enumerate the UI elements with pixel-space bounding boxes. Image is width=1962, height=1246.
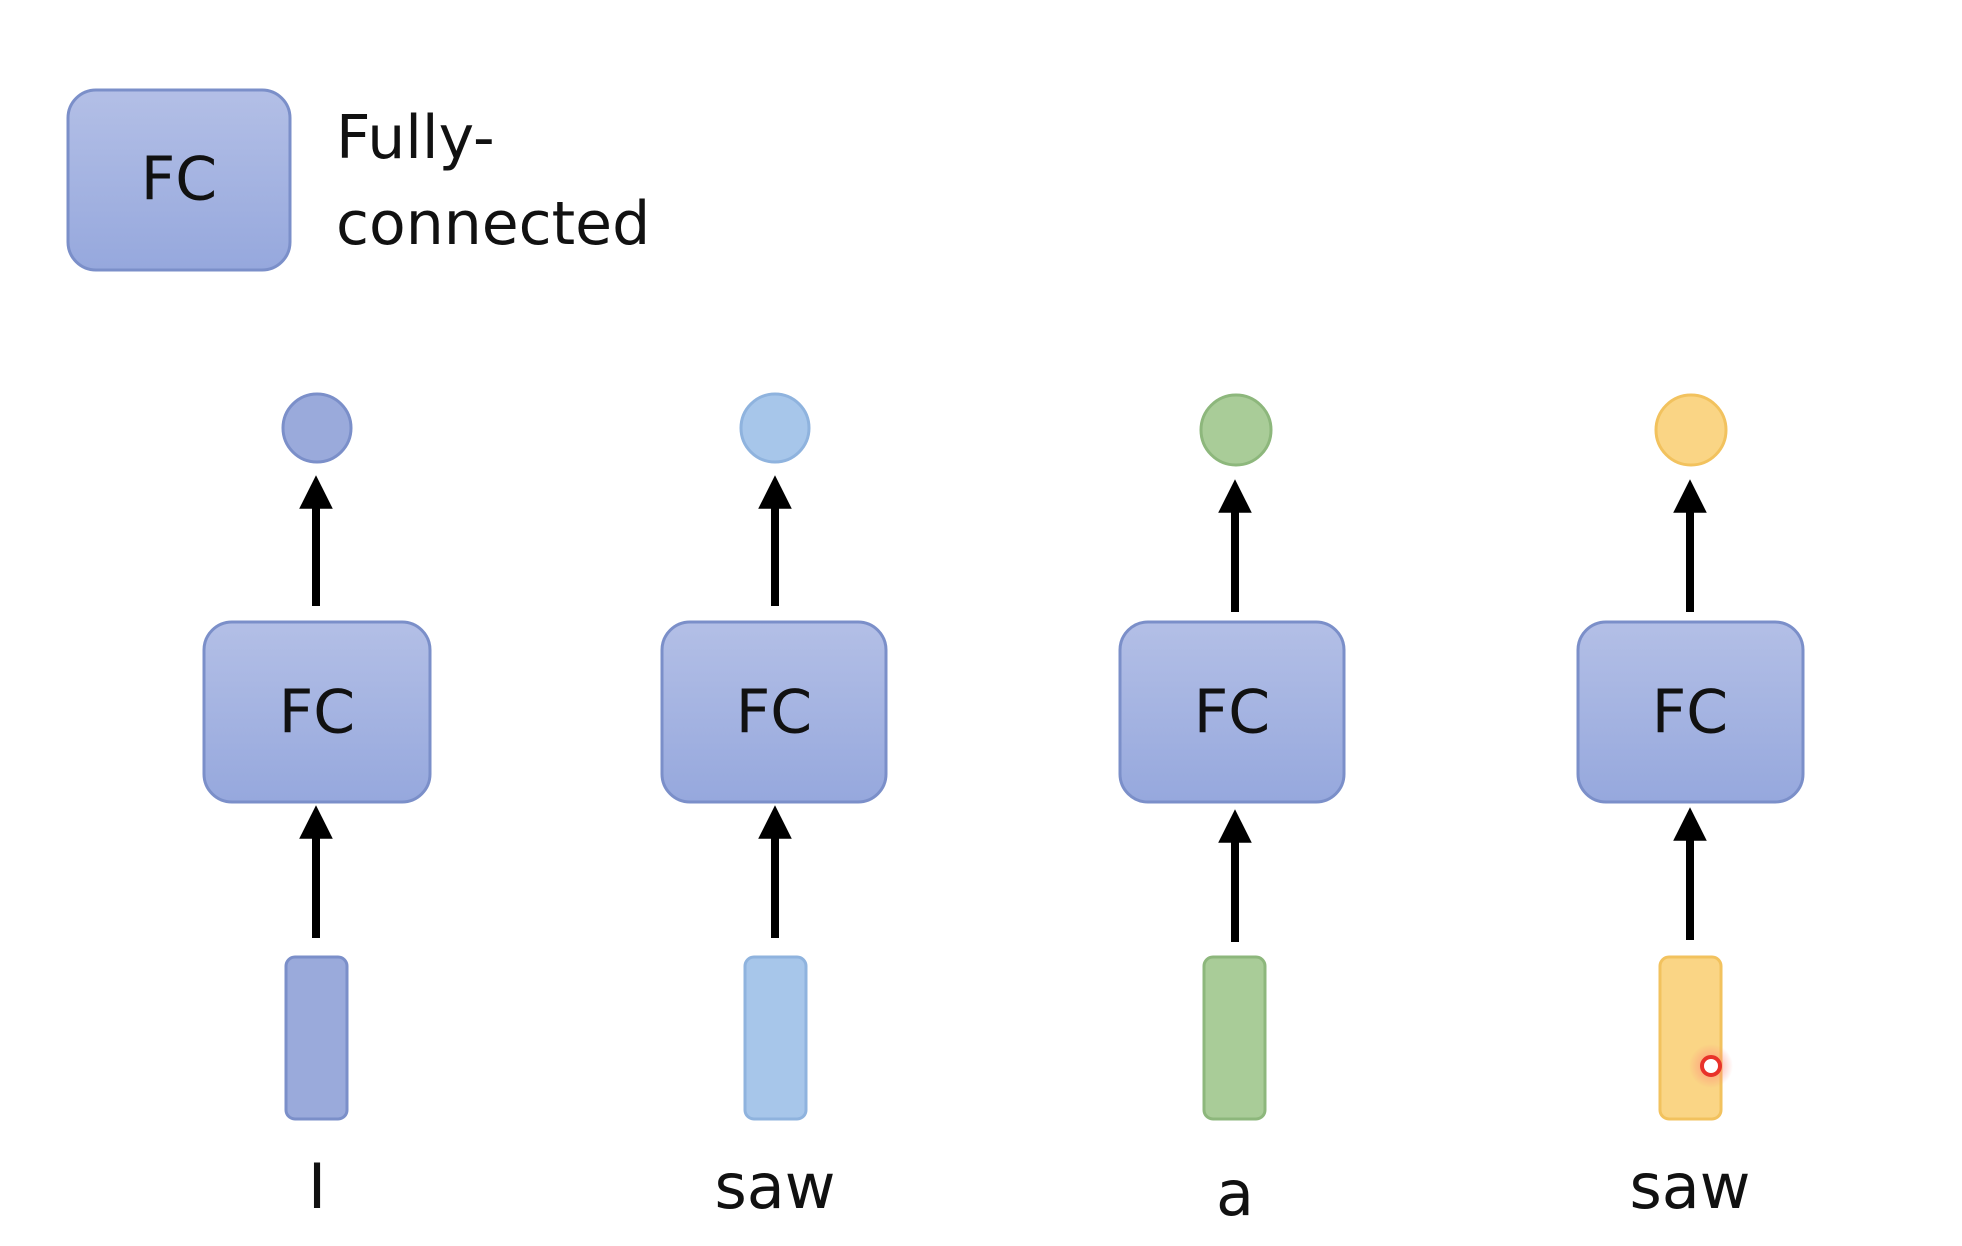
pointer-cursor-icon [1689, 1044, 1733, 1088]
legend-description-line2: connected [336, 189, 650, 259]
fc-box [660, 620, 888, 804]
word-label: I [308, 1150, 326, 1223]
fc-label: FC [1194, 678, 1270, 748]
legend-description-line1: Fully- [336, 103, 495, 173]
output-node [1199, 393, 1273, 467]
fc-label: FC [736, 678, 812, 748]
column-1: FC I [202, 392, 432, 1223]
fc-box [1576, 620, 1805, 804]
output-node [739, 392, 811, 464]
input-vector [1202, 955, 1267, 1121]
legend-fc-box [66, 88, 292, 272]
fc-box [202, 620, 432, 804]
fc-label: FC [1652, 678, 1728, 748]
legend-fc-label: FC [141, 145, 217, 215]
word-label: a [1216, 1157, 1254, 1230]
word-label: saw [714, 1150, 835, 1223]
legend: FC Fully- connected [66, 88, 650, 272]
input-vector [743, 955, 808, 1121]
column-2: FC saw [660, 392, 888, 1223]
word-label: saw [1629, 1150, 1750, 1223]
input-vector [284, 955, 349, 1121]
column-3: FC a [1118, 393, 1346, 1230]
output-node [1654, 393, 1728, 467]
input-vector [1658, 955, 1723, 1121]
column-4: FC saw [1576, 393, 1805, 1223]
fc-label: FC [279, 678, 355, 748]
output-node [281, 392, 353, 464]
fc-box [1118, 620, 1346, 804]
